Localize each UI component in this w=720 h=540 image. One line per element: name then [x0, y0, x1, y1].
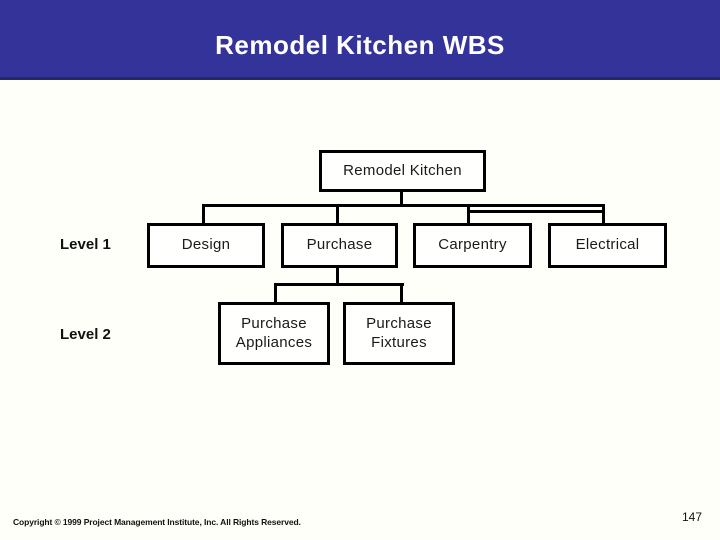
connector-drop-carpentry	[467, 205, 470, 223]
wbs-node-purchase: Purchase	[281, 223, 398, 268]
wbs-node-label-line2: Fixtures	[371, 333, 427, 351]
wbs-node-label: Electrical	[575, 236, 640, 254]
slide-header: Remodel Kitchen WBS	[0, 0, 720, 80]
copyright-text: Copyright © 1999 Project Management Inst…	[13, 517, 301, 527]
connector-drop-purchase-fixtures	[400, 284, 403, 303]
connector-drop-electrical	[602, 205, 605, 223]
wbs-node-label: Purchase	[306, 236, 373, 254]
connector-root-stub	[400, 191, 403, 207]
wbs-node-label: Purchase Appliances	[236, 315, 312, 353]
connector-level1-bus	[202, 204, 605, 207]
connector-drop-design	[202, 205, 205, 223]
connector-drop-purchase	[336, 205, 339, 223]
wbs-node-purchase-fixtures: Purchase Fixtures	[343, 302, 455, 365]
wbs-node-label: Carpentry	[438, 236, 507, 254]
level1-label: Level 1	[60, 236, 111, 253]
wbs-node-label-line2: Appliances	[235, 333, 313, 351]
wbs-node-electrical: Electrical	[548, 223, 667, 268]
page-number: 147	[681, 510, 702, 524]
wbs-node-label-line1: Purchase	[241, 314, 307, 332]
connector-level1-bus-overlap	[467, 210, 605, 213]
wbs-node-label: Design	[181, 236, 231, 254]
wbs-node-carpentry: Carpentry	[413, 223, 532, 268]
connector-level2-bus	[274, 283, 404, 286]
slide-title: Remodel Kitchen WBS	[215, 30, 505, 60]
wbs-node-remodel-kitchen: Remodel Kitchen	[319, 150, 486, 192]
connector-drop-purchase-appliances	[274, 284, 277, 303]
wbs-node-purchase-appliances: Purchase Appliances	[218, 302, 330, 365]
connector-level2-stub	[336, 268, 339, 285]
wbs-node-label-line1: Purchase	[366, 314, 432, 332]
wbs-node-label: Purchase Fixtures	[366, 315, 432, 353]
level2-label: Level 2	[60, 326, 111, 343]
wbs-node-design: Design	[147, 223, 265, 268]
wbs-node-label: Remodel Kitchen	[343, 161, 462, 179]
